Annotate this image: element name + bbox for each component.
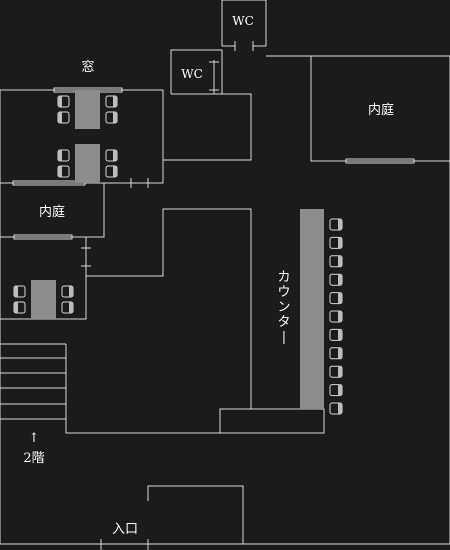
counter-stool — [329, 402, 343, 415]
tables — [31, 90, 324, 409]
windows — [12, 87, 415, 240]
chair — [57, 165, 70, 178]
chair — [13, 285, 26, 298]
chair — [61, 301, 74, 314]
labels: WC WC 窓 内庭 内庭 カウンタ| ↑ 2階 入口 — [23, 14, 394, 537]
chair — [13, 301, 26, 314]
counter-stool — [329, 384, 343, 397]
counter-stool — [329, 255, 343, 268]
counter-stool — [329, 236, 343, 249]
entrance-label: 入口 — [112, 522, 138, 537]
chair — [105, 149, 118, 162]
entrance-step — [147, 485, 244, 544]
window-left-courtyard — [13, 234, 73, 240]
chair — [61, 285, 74, 298]
lower-wc-wall — [170, 49, 223, 94]
lower-left-table — [31, 280, 56, 319]
chair — [57, 111, 70, 124]
courtyard-right-label: 内庭 — [368, 102, 394, 118]
counter-stool — [329, 310, 343, 323]
dining-table-upper — [75, 90, 100, 129]
up-arrow: ↑ — [29, 431, 40, 446]
right-courtyard-wall — [310, 56, 450, 162]
central-room-wall — [163, 93, 252, 161]
wc-upper-label: WC — [232, 14, 254, 28]
lower-left-room-wall — [0, 237, 87, 320]
chair — [105, 111, 118, 124]
second-floor-label: 2階 — [23, 451, 44, 466]
chair — [105, 165, 118, 178]
courtyard-left-label: 内庭 — [39, 204, 65, 220]
chairs — [13, 95, 118, 314]
counter-stool — [329, 328, 343, 341]
window-label: 窓 — [81, 59, 94, 75]
counter-stool — [329, 347, 343, 360]
chair — [57, 149, 70, 162]
dining-table-lower — [75, 144, 100, 183]
chair — [57, 95, 70, 108]
counter-stool — [329, 218, 343, 231]
chair — [105, 95, 118, 108]
counter-stool — [329, 292, 343, 305]
counter-stool — [329, 273, 343, 286]
window-right-courtyard — [345, 158, 415, 164]
counter-base-wall — [65, 344, 325, 434]
left-courtyard-wall — [0, 182, 105, 238]
upper-wc-wall — [221, 0, 267, 46]
counter-stool — [329, 365, 343, 378]
middle-block-wall — [86, 208, 252, 409]
counter-label: カウンタ| — [277, 270, 290, 345]
counter-stools — [329, 218, 343, 415]
staircase — [0, 343, 66, 420]
counter-table — [300, 209, 324, 409]
wc-lower-label: WC — [181, 67, 203, 81]
